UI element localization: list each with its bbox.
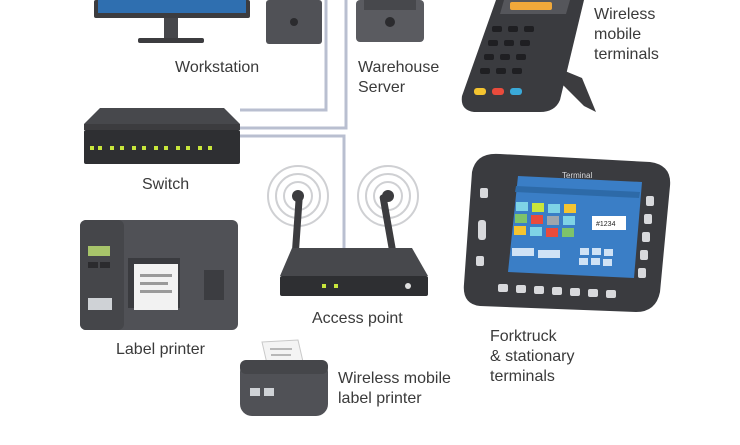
cable-server-switch: [240, 0, 328, 112]
access-point-label: Access point: [312, 310, 403, 327]
cable-switch-access-point: [240, 134, 346, 260]
forktruck-terminals-label: Forktruck & stationary terminals: [490, 328, 575, 385]
terminal-tiles: [514, 202, 576, 237]
switch-leds: [90, 146, 212, 150]
warehouse-server-label: Warehouse Server: [358, 59, 440, 96]
warehouse-server-icon: [356, 0, 424, 42]
label-printer-icon: [80, 220, 238, 330]
wireless-mobile-terminal-icon: [461, 0, 596, 112]
access-point-icon: [267, 165, 428, 296]
switch-label: Switch: [142, 176, 190, 193]
terminal-code: #1234: [596, 221, 616, 228]
workstation-label: Workstation: [175, 59, 260, 76]
forktruck-terminal-icon: Terminal #1234: [463, 153, 671, 312]
label-printer-label: Label printer: [116, 341, 205, 358]
cable-workstation-switch: [240, 0, 348, 130]
wireless-mobile-label-printer-label: Wireless mobile label printer: [338, 370, 451, 407]
workstation-icon: [94, 0, 322, 44]
terminal-title: Terminal: [562, 171, 592, 180]
network-cables: [240, 0, 348, 260]
wireless-mobile-terminals-label: Wireless mobile terminals: [594, 6, 659, 63]
wireless-label-printer-icon: [240, 339, 328, 416]
switch-icon: [84, 108, 240, 164]
